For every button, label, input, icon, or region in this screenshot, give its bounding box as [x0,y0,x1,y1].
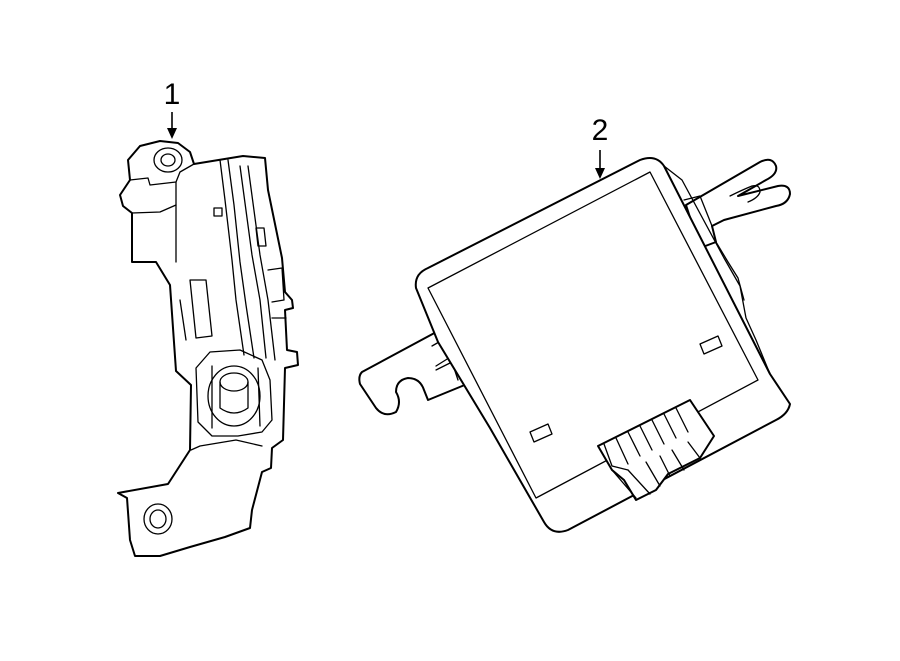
lid-mark-right [699,335,723,355]
bottom-hole-inner [149,509,167,529]
top-mounting-hole [153,147,183,173]
part-2-module [358,157,791,533]
upper-tab [129,163,195,186]
lid-panel [427,171,759,499]
center-boss-housing [195,349,273,437]
rail-left [219,159,245,356]
bracket-outline [117,140,299,557]
callout-2-arrow [595,168,605,179]
bracket-slot [189,279,213,339]
callout-1: 1 [164,78,181,139]
top-hole-inner [160,153,176,167]
right-mounting-tab [685,158,791,249]
lid-mark-left [529,423,553,443]
callout-2: 2 [592,114,609,179]
center-boss [207,365,261,427]
part-1-bracket [117,140,299,557]
rail-right [239,165,267,359]
callout-1-number: 1 [164,78,181,111]
bottom-mounting-hole [143,503,173,535]
callout-2-number: 2 [592,114,609,147]
callout-1-arrow [167,128,177,139]
